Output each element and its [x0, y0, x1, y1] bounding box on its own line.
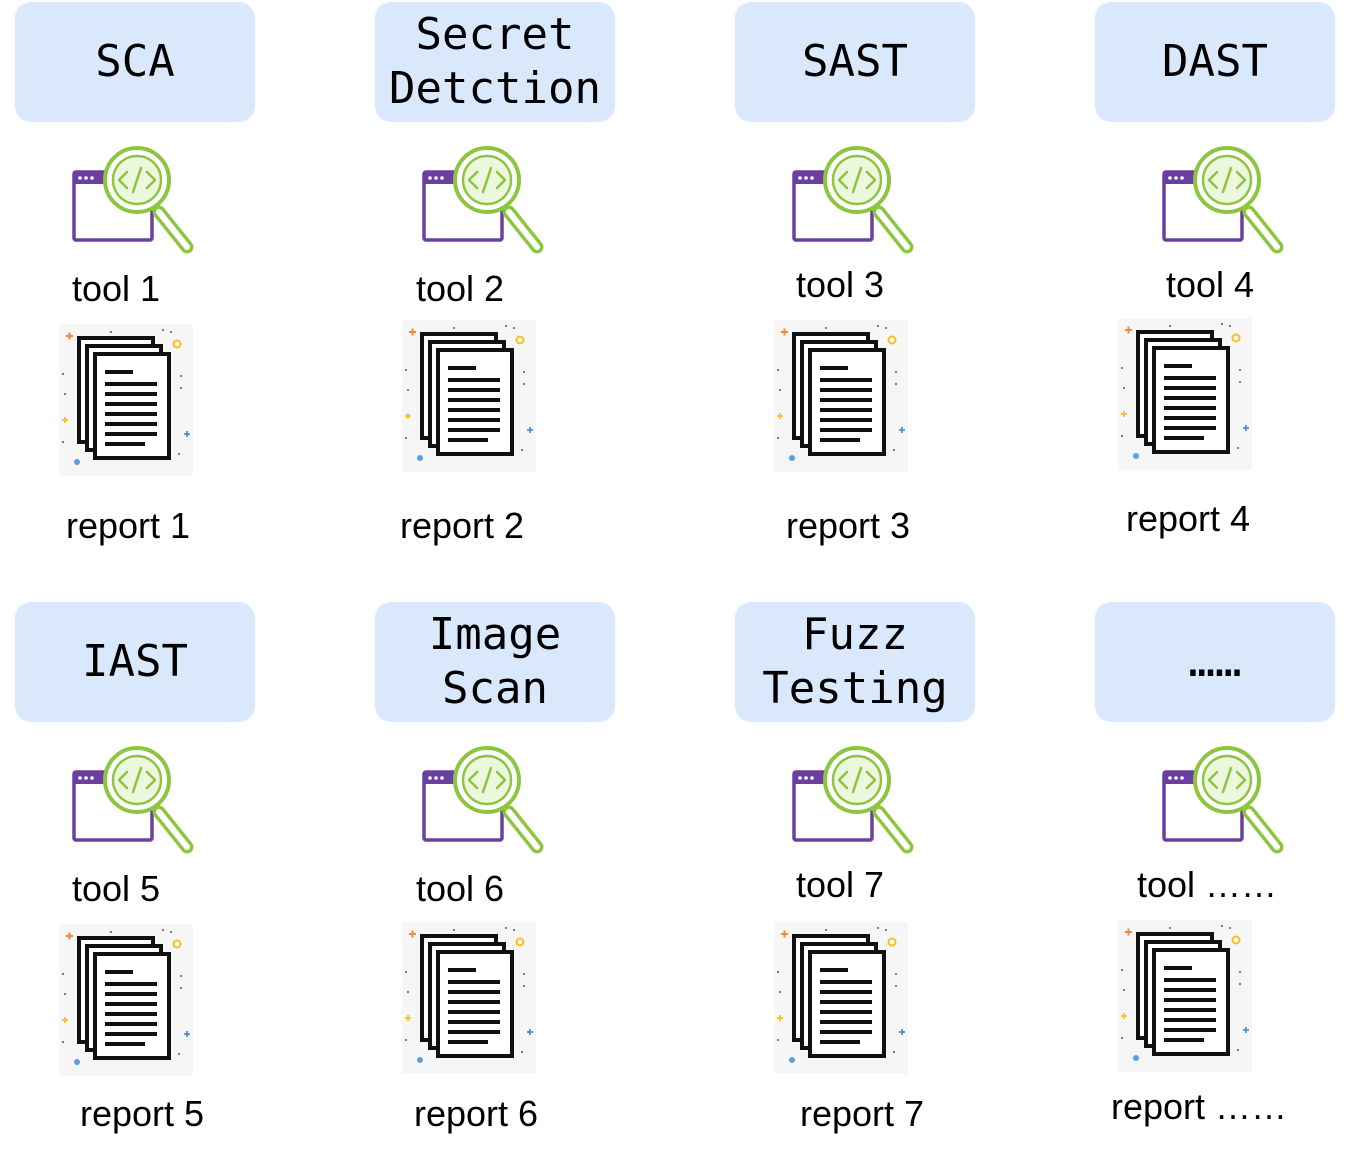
documents-icon: [774, 320, 908, 472]
report-label: report 4: [1126, 498, 1251, 539]
category-title: Image Scan: [375, 602, 615, 722]
documents-icon: [774, 922, 908, 1074]
code-search-icon: [71, 144, 199, 256]
tool-label: tool 6: [416, 868, 505, 909]
documents-icon: [402, 922, 536, 1074]
code-search-icon: [791, 144, 919, 256]
report-label: report 5: [80, 1093, 205, 1134]
report-label: report 3: [786, 505, 911, 546]
category-title: ……: [1095, 602, 1335, 722]
report-label: report 1: [66, 505, 191, 546]
tool-label: tool 5: [72, 868, 161, 909]
category-title: Fuzz Testing: [735, 602, 975, 722]
category-title: SCA: [15, 2, 255, 122]
category-title: IAST: [15, 602, 255, 722]
report-label: report ……: [1111, 1086, 1288, 1127]
tool-label: tool 7: [796, 864, 885, 905]
code-search-icon: [421, 744, 549, 856]
category-title: Secret Detction: [375, 2, 615, 122]
documents-icon: [1118, 318, 1252, 470]
report-label: report 6: [414, 1093, 539, 1134]
category-title: DAST: [1095, 2, 1335, 122]
tool-label: tool 2: [416, 268, 505, 309]
documents-icon: [59, 324, 193, 476]
code-search-icon: [1161, 144, 1289, 256]
code-search-icon: [421, 144, 549, 256]
tool-label: tool 1: [72, 268, 161, 309]
documents-icon: [402, 320, 536, 472]
report-label: report 7: [800, 1093, 925, 1134]
code-search-icon: [791, 744, 919, 856]
code-search-icon: [1161, 744, 1289, 856]
code-search-icon: [71, 744, 199, 856]
tool-label: tool ……: [1137, 864, 1278, 905]
documents-icon: [59, 924, 193, 1076]
report-label: report 2: [400, 505, 525, 546]
documents-icon: [1118, 920, 1252, 1072]
category-title: SAST: [735, 2, 975, 122]
tool-label: tool 3: [796, 264, 885, 305]
tool-label: tool 4: [1166, 264, 1255, 305]
